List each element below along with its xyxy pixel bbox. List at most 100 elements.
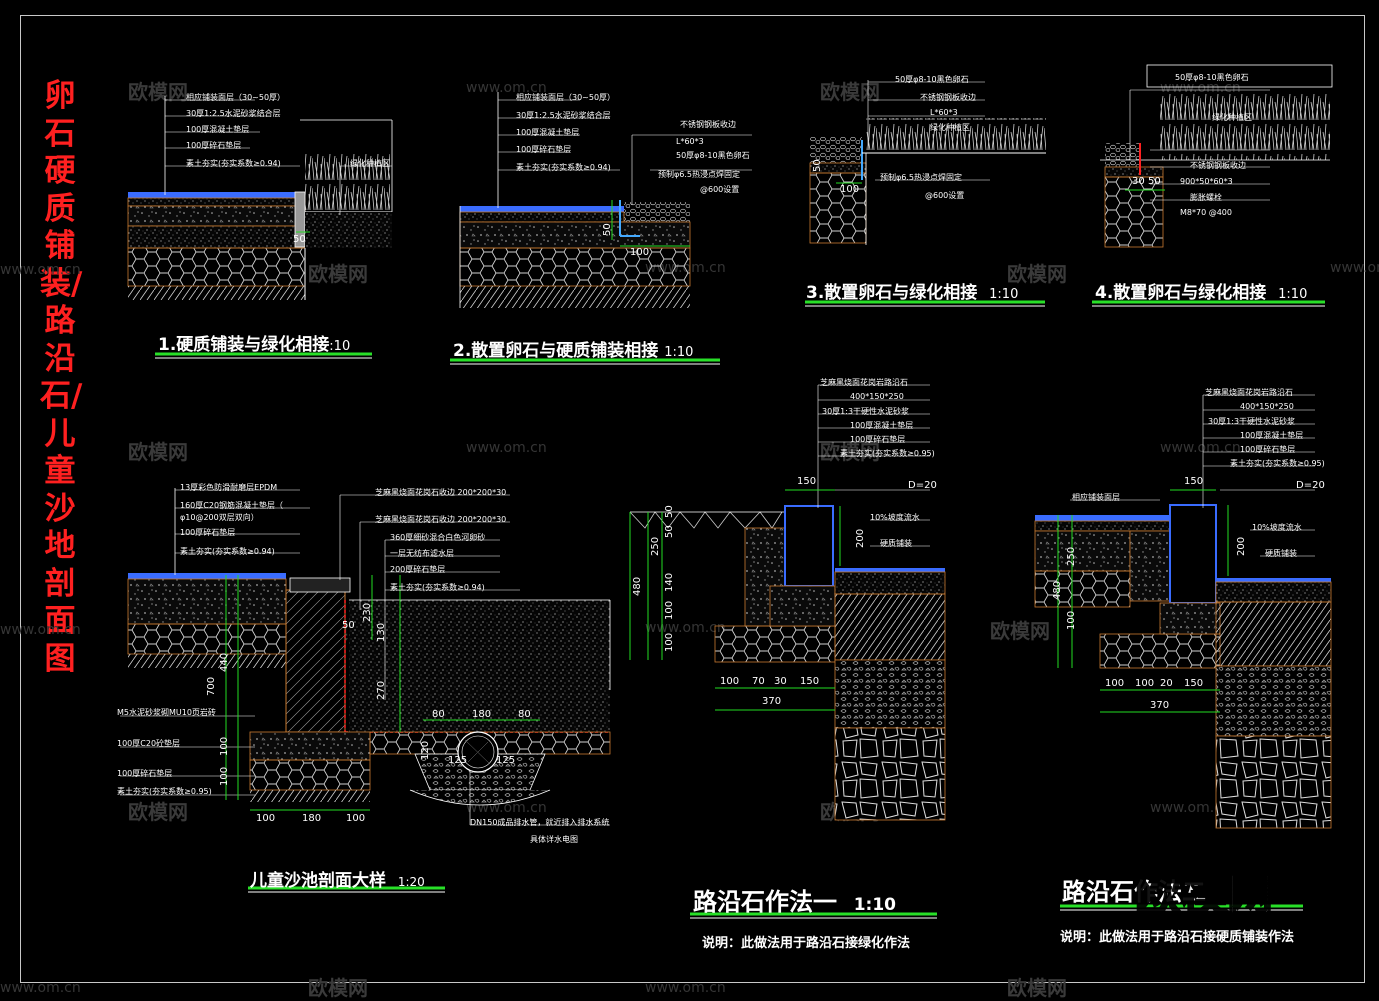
label: 160厚C20钢筋混凝土垫层（ [180,501,284,510]
label: 相应铺装面层（30~50厚） [186,93,286,102]
dimension: 150 [797,476,817,487]
detail-1-drawing [127,96,393,300]
dimension: 100 [664,600,675,620]
watermark: 欧模网 [128,440,188,464]
dimension: 50 [664,525,675,538]
label: 不锈钢钢板收边 [920,93,976,102]
label: 芝麻黑烧面花岗石收边 200*200*30 [375,488,507,497]
detail-5-drawing [120,488,611,826]
label: 100厚混凝土垫层 [1240,431,1304,440]
label: L*60*3 [930,108,958,117]
label: 素土夯实(夯实系数≥0.94) [390,583,485,592]
dimension: 140 [664,572,675,592]
dimension: 480 [632,576,643,596]
detail-2-title: 2.散置卵石与硬质铺装相接 1:10 [453,341,694,361]
label: 素土夯实(夯实系数≥0.95) [1230,459,1325,468]
label: @600设置 [700,185,740,194]
label: 相应铺装面层 [1072,493,1120,502]
dimension: 50 [1148,176,1161,187]
label: 360厚细砂混合白色河卵砂 [390,533,486,542]
dimension: 440 [219,652,230,672]
detail-4-drawing [1100,64,1333,248]
label: 50厚φ8-10黑色卵石 [676,151,750,160]
label: 素土夯实(夯实系数≥0.94) [180,547,275,556]
watermark-url: www.om.cn [466,80,547,96]
label: 芝麻黑烧面花岗岩路沿石 [820,378,908,387]
watermark-url: www.om.cn [0,980,81,996]
watermark-url: www.om.cn [645,980,726,996]
label: 100厚碎石垫层 [516,145,572,154]
detail-1-title: 1.硬质铺装与绿化相接:10 [158,335,351,355]
dimension: D=20 [908,480,937,491]
watermark-url: www.om.cn [466,440,547,456]
dimension: 30 [1132,176,1145,187]
dimension: 150 [1184,678,1204,689]
watermark: 欧模网 [820,440,880,464]
label: 10%坡度流水 [870,513,920,522]
dimension: 230 [362,602,373,622]
dimension: 270 [376,680,387,700]
detail-6-drawing [629,384,946,821]
dimension: 370 [1150,700,1170,711]
label: 400*150*250 [850,392,904,401]
label: 100厚碎石垫层 [1240,445,1296,454]
label: 芝麻黑烧面花岗岩路沿石 [1205,388,1293,397]
dimension: 120 [420,740,431,760]
watermark-url: www.om.cn [1330,260,1379,276]
dimension: 480 [1052,580,1063,600]
sheet-title: 卵石硬质铺装/路沿石/儿童沙地剖面图 [40,78,83,677]
dimension: 130 [376,622,387,642]
label: 30厚1:2.5水泥砂浆结合层 [186,109,281,118]
label: 100厚碎石垫层 [180,528,236,537]
dimension: 250 [1066,546,1077,566]
label: 绿化种植区 [930,123,970,132]
label: 绿化种植区 [350,159,390,168]
dimension: 30 [774,676,787,687]
label: 相应铺装面层（30~50厚） [516,93,616,102]
label: M5水泥砂浆砌MU10页岩砖 [117,708,216,717]
dimension: 100 [1066,610,1077,630]
label: 50厚φ8-10黑色卵石 [1175,73,1249,82]
dimension: 180 [302,813,322,824]
dimension: 700 [206,676,217,696]
label: 膨胀螺栓 [1190,193,1222,202]
label: 30厚1:3干硬性水泥砂浆 [1208,417,1296,426]
dimension: 50 [602,223,613,236]
label: 不锈钢钢板收边 [680,120,736,129]
dimension: 50 [342,620,355,631]
dimension: 50 [293,234,306,245]
label: 素土夯实(夯实系数≥0.95) [117,787,212,796]
detail-6-note: 说明：此做法用于路沿石接绿化作法 [702,936,911,951]
label: 芝麻黑烧面花岗石收边 200*200*30 [375,515,507,524]
detail-5-title: 儿童沙池剖面大样 1:20 [250,871,425,891]
label: 硬质铺装 [1265,549,1297,558]
label: 绿化种植区 [1212,113,1252,122]
watermark-logo: 欧模网 [1134,866,1274,922]
label: 10%坡度流水 [1252,523,1302,532]
label: 不锈钢钢板收边 [1190,161,1246,170]
label: @600设置 [925,191,965,200]
detail-2-drawing [459,92,752,308]
label: 100厚碎石垫层 [850,435,906,444]
detail-7-drawing [1034,394,1332,829]
label: 100厚碎石垫层 [186,141,242,150]
dimension: 100 [346,813,366,824]
label: 30厚1:3干硬性水泥砂浆 [822,407,910,416]
label: 预制φ6.5热浸点焊固定 [880,173,962,182]
dimension: 70 [752,676,765,687]
watermark-url: www.om.cn [0,262,81,278]
watermark: 欧模网 [128,800,188,824]
dimension: 50 [812,159,823,172]
label: 素土夯实(夯实系数≥0.94) [186,159,281,168]
detail-7-note: 说明：此做法用于路沿石接硬质铺装作法 [1060,930,1295,945]
dimension: 100 [840,184,860,195]
label: 50厚φ8-10黑色卵石 [895,75,969,84]
label: φ10@200双层双向） [180,513,259,522]
dimension: 100 [1135,678,1155,689]
detail-3-title: 3.散置卵石与绿化相接 1:10 [806,283,1019,303]
label: 一层无纺布滤水层 [390,549,454,558]
watermark-url: www.om.cn [645,620,726,636]
label: 具体详水电图 [530,835,578,844]
label: 预制φ6.5热浸点焊固定 [658,170,740,179]
